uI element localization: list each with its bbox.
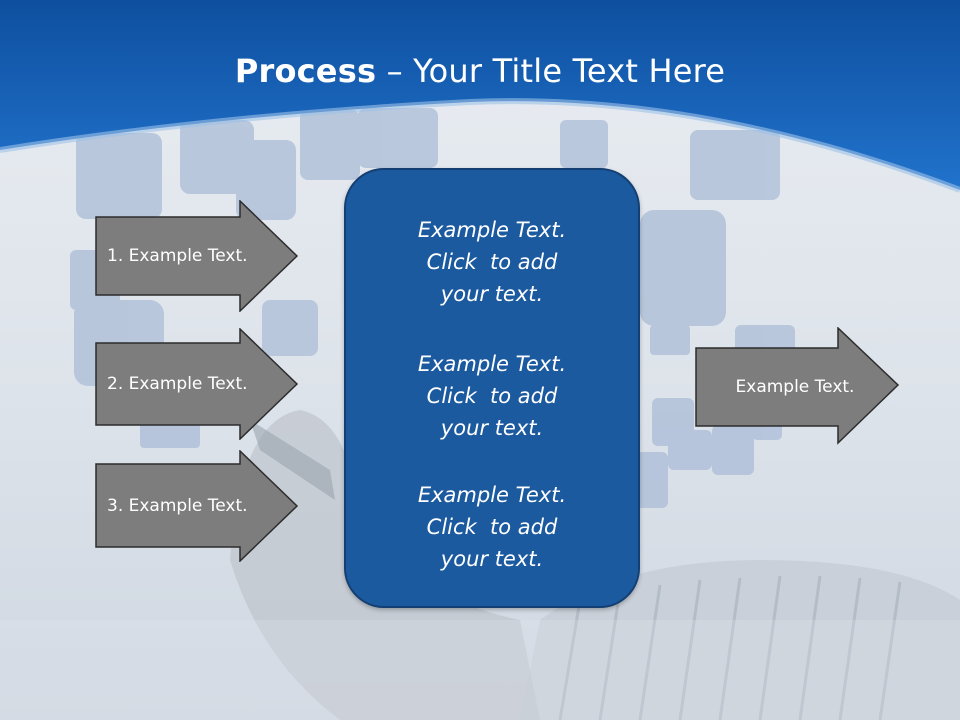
step-label-3: 3. Example Text.	[107, 495, 248, 516]
block-2-line-3: your text.	[440, 416, 544, 440]
block-3-line-1: Example Text.	[417, 483, 567, 507]
step-label-1: 1. Example Text.	[107, 246, 248, 266]
block-3-line-3: your text.	[440, 547, 544, 571]
result-arrow-label: Example Text.	[735, 377, 855, 397]
step-label-2: 2. Example Text.	[107, 374, 248, 394]
header-banner	[0, 0, 960, 193]
title-bold: Process	[234, 52, 377, 90]
block-1-line-3: your text.	[440, 282, 544, 306]
block-2-line-1: Example Text.	[417, 352, 567, 376]
title-rest: – Your Title Text Here	[376, 52, 726, 90]
center-text-box[interactable]: Example Text. Click to add your text. Ex…	[344, 168, 640, 608]
text-block-3[interactable]: Example Text. Click to add your text.	[346, 479, 638, 575]
step-arrow-2[interactable]: 2. Example Text.	[95, 328, 299, 440]
text-block-2[interactable]: Example Text. Click to add your text.	[346, 348, 638, 444]
block-2-line-2: Click to add	[426, 384, 558, 408]
block-1-line-2: Click to add	[426, 250, 558, 274]
result-arrow[interactable]: Example Text.	[695, 327, 900, 445]
step-arrow-1[interactable]: 1. Example Text.	[95, 200, 299, 312]
page-title: Process – Your Title Text Here	[0, 52, 960, 90]
step-arrow-3[interactable]: 3. Example Text.	[95, 450, 299, 562]
text-block-1[interactable]: Example Text. Click to add your text.	[346, 214, 638, 310]
block-1-line-1: Example Text.	[417, 218, 567, 242]
block-3-line-2: Click to add	[426, 515, 558, 539]
